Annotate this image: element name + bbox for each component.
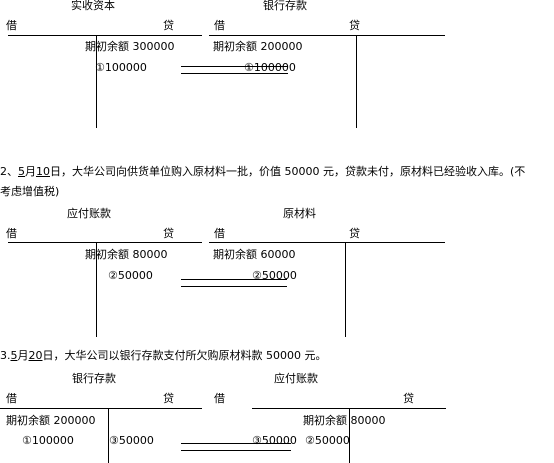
date-day: 10 — [36, 165, 50, 178]
opening-balance: 期初余额 80000 — [85, 248, 168, 261]
debit-label: 借 — [214, 19, 225, 32]
opening-balance: 期初余额 200000 — [6, 414, 96, 427]
date-month: 5 — [18, 165, 25, 178]
credit-label: 贷 — [403, 392, 414, 405]
debit-label: 借 — [6, 227, 17, 240]
ledger-entry: ③50000 — [109, 434, 154, 447]
debit-label: 借 — [214, 227, 225, 240]
transfer-line — [181, 66, 288, 67]
question-number: 3. — [0, 349, 11, 362]
question-2-line2: 考虑增值税) — [0, 185, 60, 198]
credit-label: 贷 — [349, 227, 360, 240]
debit-label: 借 — [6, 19, 17, 32]
question-body: 日，大华公司以银行存款支付所欠购原材料款 50000 元。 — [42, 349, 327, 362]
ledger-entry: ①100000 — [95, 61, 147, 74]
account-title: 应付账款 — [274, 372, 318, 385]
transfer-line — [181, 450, 291, 451]
ledger-entry: ③50000 — [252, 434, 297, 447]
question-number: 2、 — [0, 165, 18, 178]
ledger-entry: ②50000 — [108, 269, 153, 282]
t-account-vertical-line — [108, 408, 109, 463]
t-account-vertical-line — [356, 35, 357, 128]
transfer-line — [181, 286, 287, 287]
credit-label: 贷 — [163, 392, 174, 405]
account-title: 应付账款 — [67, 207, 111, 220]
ledger-entry: ②50000 — [252, 269, 297, 282]
opening-balance: 期初余额 300000 — [85, 40, 175, 53]
date-month-unit: 月 — [25, 165, 36, 178]
ledger-entry: ②50000 — [305, 434, 350, 447]
date-month-unit: 月 — [17, 349, 29, 362]
date-month: 5 — [10, 349, 18, 362]
t-account-horizontal-line — [8, 35, 202, 36]
question-body: 日，大华公司向供货单位购入原材料一批，价值 50000 元，贷款未付，原材料已经… — [50, 165, 526, 178]
credit-label: 贷 — [163, 227, 174, 240]
credit-label: 贷 — [163, 19, 174, 32]
transfer-line — [181, 443, 291, 444]
ledger-entry: ①100000 — [22, 434, 74, 447]
transfer-line — [181, 73, 288, 74]
t-account-horizontal-line — [209, 242, 445, 243]
opening-balance: 期初余额 60000 — [213, 248, 296, 261]
t-account-horizontal-line — [209, 35, 445, 36]
debit-label: 借 — [6, 392, 17, 405]
t-account-horizontal-line — [8, 242, 202, 243]
transfer-line — [181, 279, 287, 280]
ledger-entry: ①100000 — [244, 61, 296, 74]
opening-balance: 期初余额 80000 — [303, 414, 386, 427]
debit-label: 借 — [214, 392, 225, 405]
question-3-text: 3.5月20日，大华公司以银行存款支付所欠购原材料款 50000 元。 — [0, 350, 326, 361]
credit-label: 贷 — [349, 19, 360, 32]
t-account-vertical-line — [349, 408, 350, 463]
account-title: 实收资本 — [71, 0, 115, 12]
t-account-vertical-line — [345, 242, 346, 337]
question-2-text: 2、5月10日，大华公司向供货单位购入原材料一批，价值 50000 元，贷款未付… — [0, 166, 525, 177]
t-account-horizontal-line — [0, 408, 202, 409]
date-day: 20 — [28, 349, 43, 362]
account-title: 银行存款 — [72, 372, 116, 385]
t-account-vertical-line — [96, 35, 97, 128]
account-title: 原材料 — [283, 207, 316, 220]
t-account-vertical-line — [96, 242, 97, 337]
opening-balance: 期初余额 200000 — [213, 40, 303, 53]
account-title: 银行存款 — [263, 0, 307, 12]
